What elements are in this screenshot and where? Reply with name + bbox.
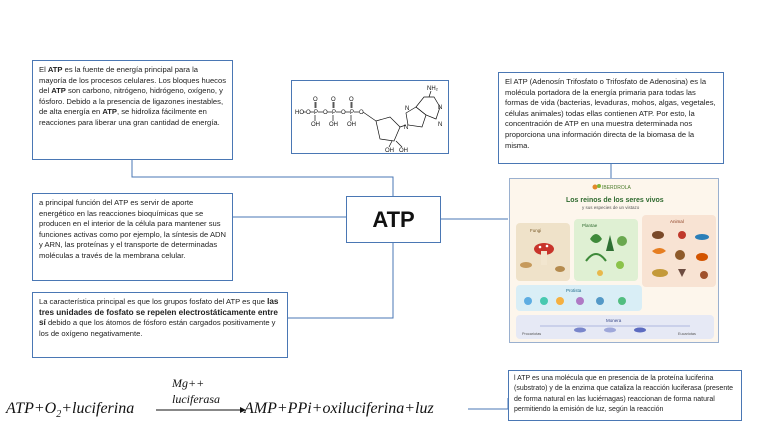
atp-luciferin-box: l ATP es una molécula que en presencia d…	[508, 370, 742, 421]
kingdoms-subtitle: y sus especies de un vistazo	[582, 205, 640, 210]
monera-label: Monera	[606, 318, 622, 323]
plantae-panel	[574, 219, 638, 281]
iberdrola-logo-icon	[592, 184, 598, 190]
connector-box3	[288, 243, 394, 319]
box1-text-3: son carbono, nitrógeno, hidrógeno, oxíge…	[39, 86, 224, 117]
mol-n1: N	[405, 106, 409, 112]
mol-n3: N	[438, 105, 442, 111]
box5-text: l ATP es una molécula que en presencia d…	[514, 375, 734, 414]
central-topic: ATP	[346, 196, 441, 243]
box1-text-1: El	[39, 65, 48, 74]
mol-oh-1: OH	[311, 122, 320, 128]
mol-o6: O	[331, 97, 336, 103]
equation-arrow	[156, 407, 246, 413]
mol-ring-oh-1: OH	[385, 148, 394, 154]
atp-molecule-structure: HO P P P O O O O O O O OH OH OH OH OH NH…	[291, 80, 449, 154]
equation-atp-o: ATP+O	[6, 400, 57, 417]
equation-luciferina: +luciferina	[61, 400, 135, 417]
atp-molecule-drawing: HO P P P O O O O O O O OH OH OH OH OH NH…	[295, 86, 442, 154]
atp-energy-source-box: El ATP es la fuente de energía principal…	[32, 60, 233, 160]
box2-text: a principal función del ATP es servir de…	[39, 198, 226, 260]
mol-o3: O	[341, 110, 346, 116]
mol-p2: P	[332, 110, 336, 116]
animal-icon	[652, 231, 664, 239]
mol-o2: O	[323, 110, 328, 116]
mushroom-icon	[534, 243, 554, 255]
box1-atp-2: ATP	[51, 86, 66, 96]
box1-text-4: , se hidroliza fácilmente en reacciones …	[39, 107, 220, 127]
iberdrola-logo-leaf-icon	[597, 184, 601, 188]
equation-products: AMP+PPi+oxiluciferina+luz	[244, 400, 434, 417]
monera-panel	[516, 315, 714, 339]
kingdoms-infographic: IBERDROLA Los reinos de los seres vivos …	[509, 178, 719, 343]
mol-oh-3: OH	[347, 122, 356, 128]
equation-o2-subscript: 2	[56, 409, 62, 421]
mol-o5: O	[313, 97, 318, 103]
kingdoms-title: Los reinos de los seres vivos	[566, 197, 664, 204]
plantae-label: Plantae	[582, 223, 598, 228]
box4-text: El ATP (Adenosín Trifosfato o Trifosfato…	[505, 77, 716, 150]
fungi-label: Fungi	[530, 228, 541, 233]
mol-p3: P	[350, 110, 354, 116]
mol-ho-label: HO	[295, 110, 304, 116]
box1-atp-1: ATP	[47, 65, 63, 74]
mol-n4: N	[438, 122, 442, 128]
kingdoms-brand: IBERDROLA	[602, 185, 632, 191]
kingdoms-drawing: IBERDROLA Los reinos de los seres vivos …	[510, 179, 718, 342]
procariotas-label: Procariotas	[522, 332, 541, 336]
mol-ring-oh-2: OH	[399, 148, 408, 154]
leaf-icon	[590, 234, 602, 243]
atp-function-box: a principal función del ATP es servir de…	[32, 193, 233, 281]
equation-catalyst-mg: Mg++	[172, 376, 205, 390]
box3-text-1: La característica principal es que los g…	[39, 297, 268, 306]
atp-characteristic-box: La característica principal es que los g…	[32, 292, 288, 358]
mol-o1: O	[306, 110, 311, 116]
box1-atp-3: ATP	[102, 107, 117, 117]
atp-definition-box: El ATP (Adenosín Trifosfato o Trifosfato…	[498, 72, 724, 164]
animal-label: Animal	[670, 219, 684, 224]
mol-nh2-label: NH₂	[427, 86, 439, 92]
luciferin-reaction-equation: ATP+O2+luciferina Mg++ luciferasa AMP+PP…	[6, 372, 496, 426]
central-topic-label: ATP	[372, 206, 415, 232]
protista-label: Protista	[566, 288, 582, 293]
equation-reactants: ATP+O2+luciferina	[6, 400, 134, 420]
mol-n2: N	[404, 125, 408, 131]
mol-o4: O	[359, 110, 364, 116]
eucariotas-label: Eucariotas	[678, 332, 696, 336]
box3-bold-text: las tres unidades de fosfato se repelen …	[39, 297, 279, 328]
box1-text-2: es la fuente de energía principal para l…	[39, 65, 226, 96]
mol-p1: P	[314, 110, 318, 116]
equation-catalyst-luciferasa: luciferasa	[172, 392, 220, 406]
mol-o7: O	[349, 97, 354, 103]
connector-box1	[131, 160, 394, 196]
box3-text-2: debido a que los átomos de fósforo están…	[39, 318, 276, 338]
mol-oh-2: OH	[329, 122, 338, 128]
